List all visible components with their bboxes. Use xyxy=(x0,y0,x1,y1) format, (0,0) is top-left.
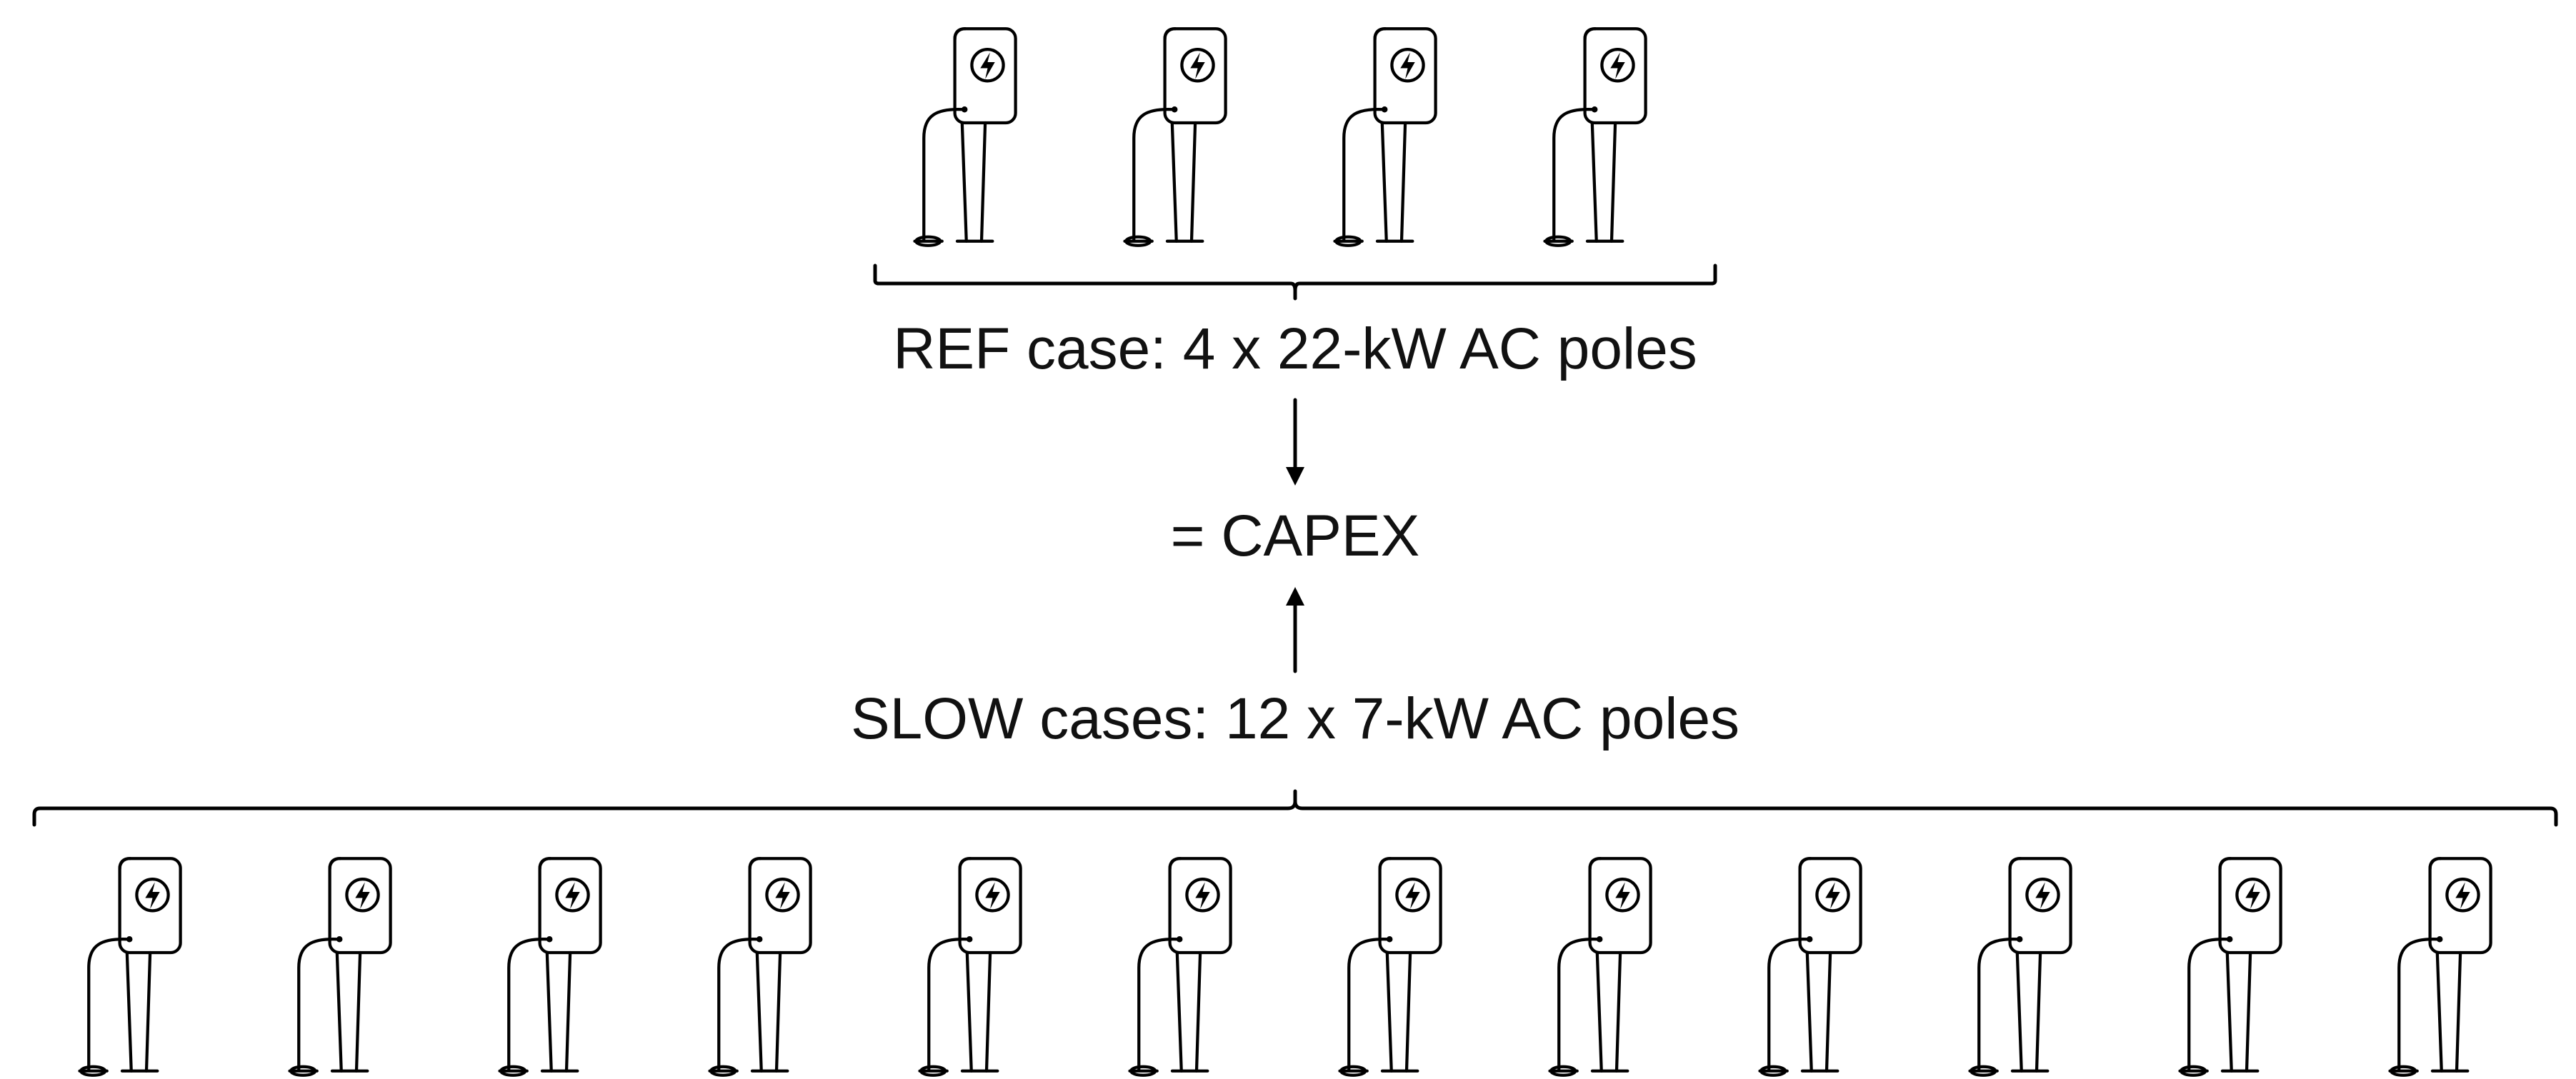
ev-charger-icon xyxy=(1760,858,1861,1075)
slow-cases-bracket xyxy=(32,789,2558,827)
ev-charger-icon xyxy=(1125,29,1226,245)
slow-cases-label: SLOW cases: 12 x 7-kW AC poles xyxy=(851,686,1739,751)
arrow-down-icon xyxy=(1286,398,1304,486)
ev-charger-icon xyxy=(500,858,601,1075)
ev-charger-icon xyxy=(1130,858,1231,1075)
ev-charger-icon xyxy=(80,858,181,1075)
ev-charger-icon xyxy=(1550,858,1651,1075)
ev-charger-icon xyxy=(2390,858,2491,1075)
ev-charger-icon xyxy=(1970,858,2071,1075)
ref-case-poles xyxy=(915,29,1646,245)
arrow-up-icon xyxy=(1286,587,1304,673)
ev-charger-icon xyxy=(920,858,1021,1075)
ev-charger-icon xyxy=(1340,858,1441,1075)
ev-charger-icon xyxy=(2180,858,2281,1075)
ref-case-label: REF case: 4 x 22-kW AC poles xyxy=(893,316,1697,381)
ev-charger-icon xyxy=(1545,29,1646,245)
ev-charger-icon xyxy=(290,858,391,1075)
ev-charger-icon xyxy=(710,858,811,1075)
ref-case-bracket xyxy=(873,264,1717,301)
ev-charger-icon xyxy=(915,29,1016,245)
slow-cases-poles xyxy=(80,858,2491,1075)
capex-label: = CAPEX xyxy=(1171,503,1420,568)
ev-charger-icon xyxy=(1335,29,1436,245)
